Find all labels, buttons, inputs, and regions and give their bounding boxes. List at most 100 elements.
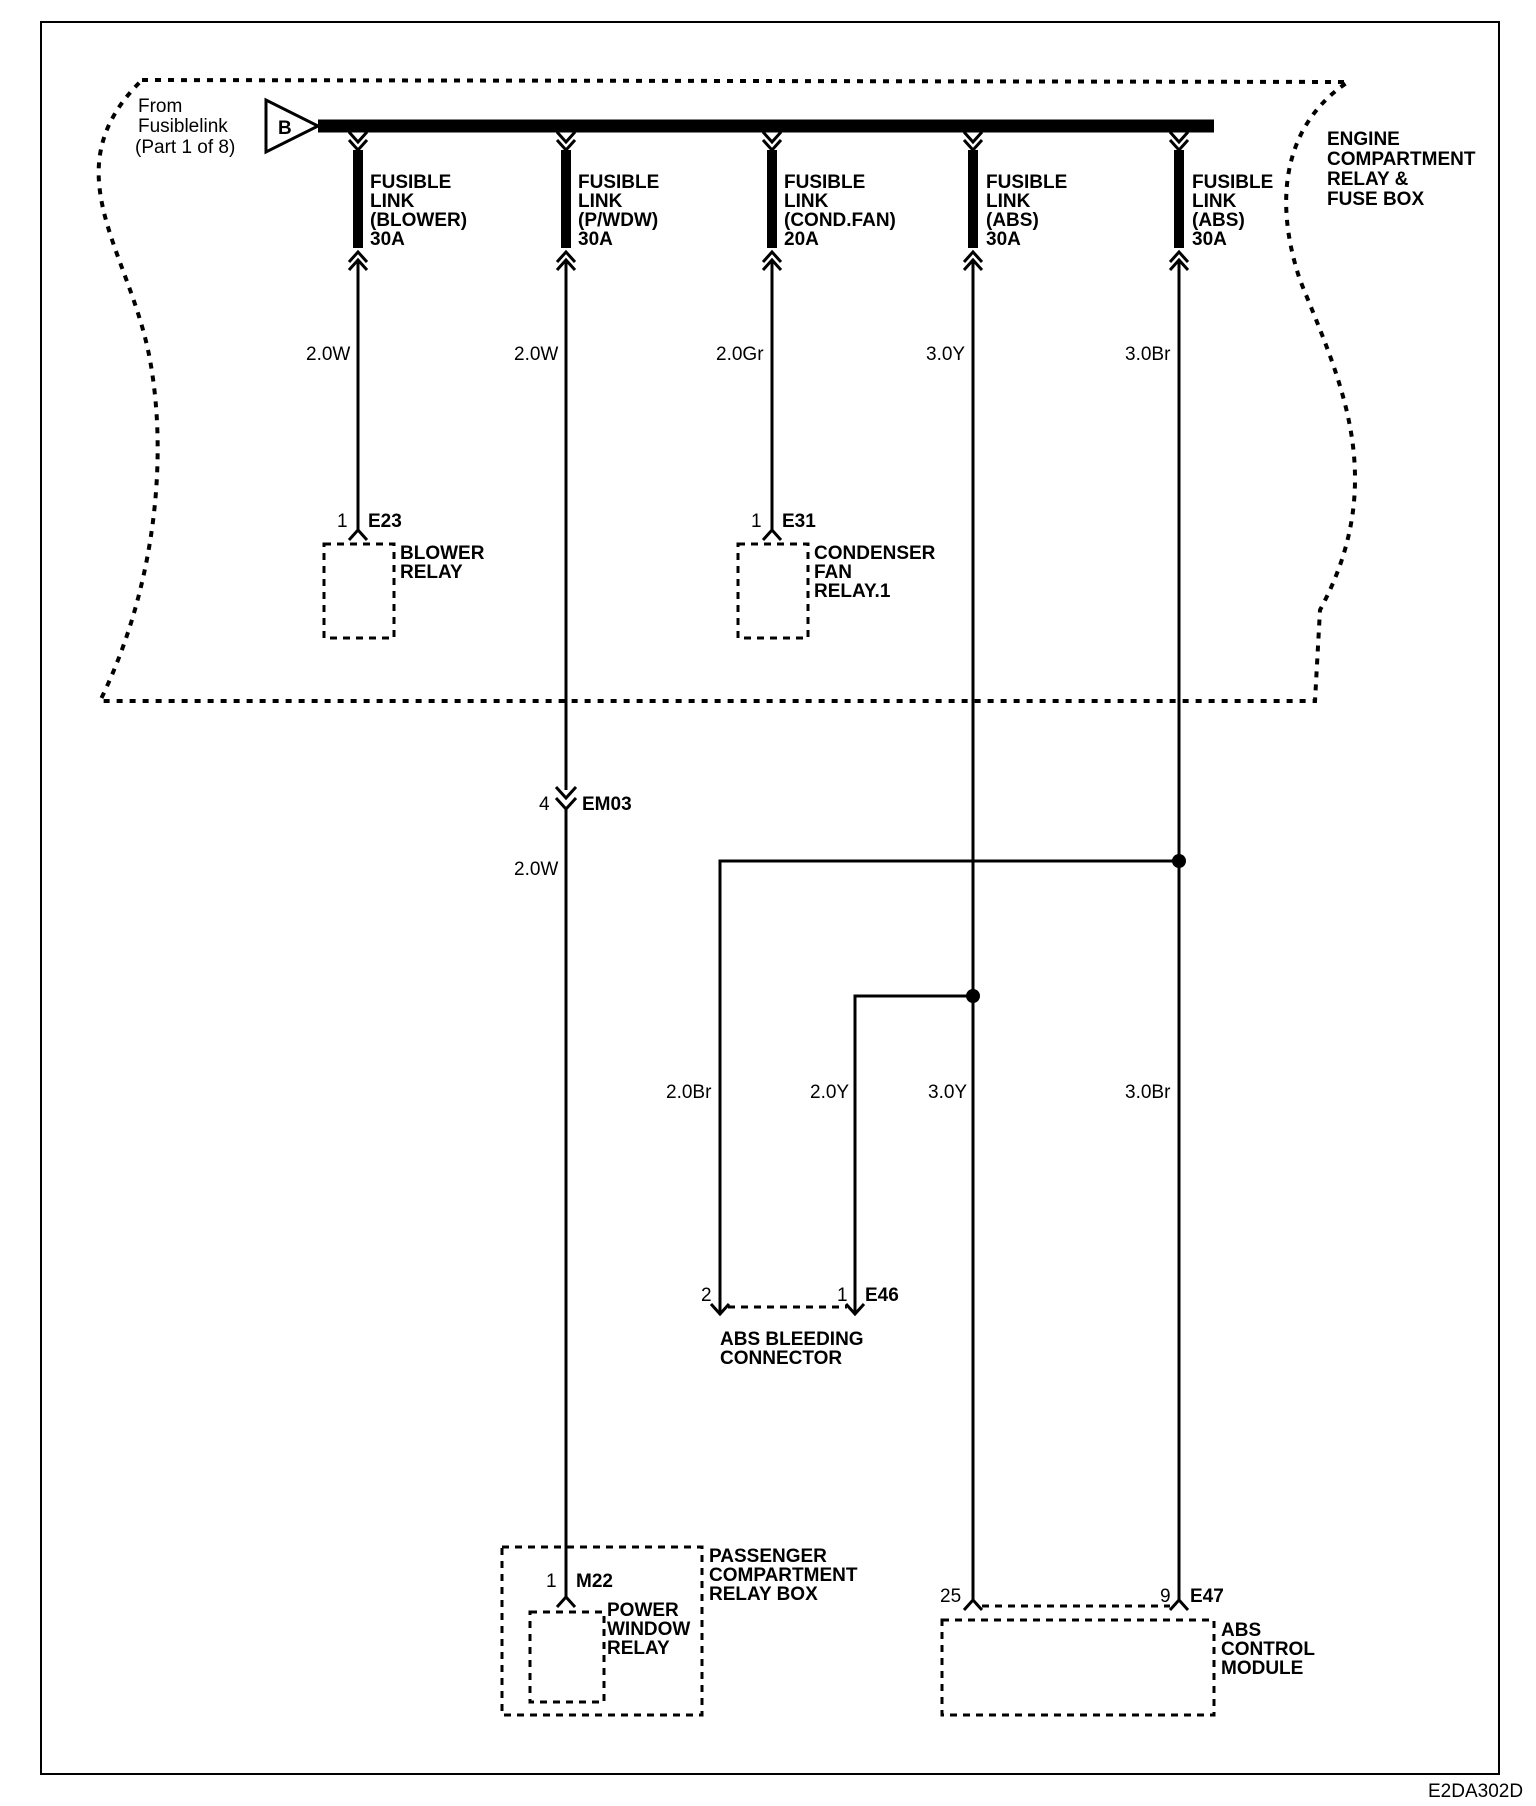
fuse-rating: 30A <box>578 229 613 250</box>
relay-box-outline <box>500 1545 704 1717</box>
condenser-fan-relay: 1 E31 CONDENSER FAN RELAY.1 <box>736 511 936 640</box>
connector-id: M22 <box>576 1571 613 1592</box>
chevron-up-icon <box>555 1594 577 1609</box>
fuse-label-line-2: LINK <box>784 191 829 212</box>
fuse-label-line-3: (ABS) <box>1192 210 1245 231</box>
chevron-down-icon <box>554 785 578 812</box>
passenger-compartment-relay-box: PASSENGER COMPARTMENT RELAY BOX 1 M22 PO… <box>500 1545 858 1717</box>
fuse-label-line-2: LINK <box>1192 191 1237 212</box>
wire-label: 3.0Y <box>928 1082 967 1103</box>
from-label-line-2: Fusiblelink <box>138 116 228 137</box>
wire-label: 3.0Y <box>926 344 965 365</box>
relay-label-line-2: RELAY <box>400 562 463 583</box>
fuse-rating: 30A <box>986 229 1021 250</box>
pin-number: 1 <box>337 511 348 532</box>
box-label-line-1: PASSENGER <box>709 1546 827 1567</box>
fuse-label-line-1: FUSIBLE <box>986 172 1067 193</box>
connector-id: E31 <box>782 511 816 532</box>
fusible-link-cond-fan: FUSIBLE LINK (COND.FAN) 20A 2.0Gr <box>716 130 896 530</box>
blower-relay: 1 E23 BLOWER RELAY <box>322 511 485 640</box>
fuse-label-line-3: (COND.FAN) <box>784 210 896 231</box>
chevron-up-icon <box>1168 1597 1190 1612</box>
chevron-up-icon <box>347 249 369 272</box>
connector-label-line-2: CONNECTOR <box>720 1348 842 1369</box>
abs-bleeding-branches: 2.0Br 2.0Y 3.0Y 3.0Br <box>666 854 1186 1312</box>
chevron-up-icon <box>347 527 369 542</box>
fuse-rating: 30A <box>370 229 405 250</box>
relay-box <box>736 542 810 640</box>
box-label-line-2: COMPARTMENT <box>709 1565 858 1586</box>
fuse-label-line-2: LINK <box>986 191 1031 212</box>
relay-label-line-2: FAN <box>814 562 852 583</box>
relay-label-line-3: RELAY <box>607 1638 670 1659</box>
connector-em03: 4 EM03 2.0W <box>514 785 632 1597</box>
connector-arrow-icon <box>264 97 322 155</box>
fuse-label-line-1: FUSIBLE <box>370 172 451 193</box>
pin-number: 1 <box>837 1285 848 1306</box>
from-label-line-3: (Part 1 of 8) <box>135 137 235 158</box>
relay-label-line-1: CONDENSER <box>814 543 936 564</box>
chevron-up-icon <box>1168 249 1190 272</box>
connector-id: E23 <box>368 511 402 532</box>
source-connector: From Fusiblelink (Part 1 of 8) B <box>135 96 322 158</box>
chevron-down-icon <box>555 130 577 153</box>
relay-label-line-3: RELAY.1 <box>814 581 891 602</box>
chevron-up-icon <box>761 527 783 542</box>
fuse-label-line-3: (BLOWER) <box>370 210 467 231</box>
region-label-line-1: ENGINE <box>1327 129 1400 150</box>
wire-label: 3.0Br <box>1125 344 1171 365</box>
br-branch-wire <box>718 859 1179 1312</box>
pin-number: 1 <box>546 1571 557 1592</box>
splice-dot <box>966 989 980 1003</box>
relay-label-line-2: WINDOW <box>607 1619 690 1640</box>
pin-number: 4 <box>539 794 550 815</box>
region-label-line-4: FUSE BOX <box>1327 189 1424 210</box>
y-branch-wire <box>853 994 973 1312</box>
relay-label-line-1: POWER <box>607 1600 679 1621</box>
chevron-down-icon <box>962 130 984 153</box>
diagram-code: E2DA302D <box>1428 1781 1523 1802</box>
module-label-line-2: CONTROL <box>1221 1639 1315 1660</box>
connector-label-line-1: ABS BLEEDING <box>720 1329 864 1350</box>
relay-label-line-1: BLOWER <box>400 543 485 564</box>
wire-label: 2.0W <box>514 859 558 880</box>
engine-compartment-boundary <box>96 77 1357 703</box>
fuse-label-line-1: FUSIBLE <box>784 172 865 193</box>
region-label-line-3: RELAY & <box>1327 169 1409 190</box>
power-window-relay-box <box>528 1610 606 1704</box>
chevron-up-icon <box>761 249 783 272</box>
fuse-rating: 30A <box>1192 229 1227 250</box>
fuse-rating: 20A <box>784 229 819 250</box>
relay-box <box>322 542 396 640</box>
pin-number: 1 <box>751 511 762 532</box>
abs-bleeding-connector: 2 1 E46 ABS BLEEDING CONNECTOR <box>701 1285 899 1369</box>
fuse-label-line-2: LINK <box>370 191 415 212</box>
fusible-link-pwdw: FUSIBLE LINK (P/WDW) 30A 2.0W <box>514 130 659 790</box>
chevron-down-icon <box>709 1302 731 1317</box>
module-box <box>940 1618 1216 1717</box>
wire-label: 2.0Y <box>810 1082 849 1103</box>
fuse-label-line-1: FUSIBLE <box>578 172 659 193</box>
fuse-label-line-3: (P/WDW) <box>578 210 658 231</box>
fusible-link-abs-2: FUSIBLE LINK (ABS) 30A 3.0Br <box>1125 130 1273 1600</box>
region-label-line-2: COMPARTMENT <box>1327 149 1476 170</box>
wire-label: 2.0Br <box>666 1082 712 1103</box>
wire-label: 3.0Br <box>1125 1082 1171 1103</box>
fuse-label-line-3: (ABS) <box>986 210 1039 231</box>
wire-label: 2.0W <box>514 344 558 365</box>
pin-number: 2 <box>701 1285 712 1306</box>
pin-number: 9 <box>1160 1586 1171 1607</box>
fusible-link-abs-1: FUSIBLE LINK (ABS) 30A 3.0Y <box>926 130 1067 1600</box>
chevron-up-icon <box>962 1597 984 1612</box>
connector-id: EM03 <box>582 794 632 815</box>
box-label-line-3: RELAY BOX <box>709 1584 818 1605</box>
splice-dot <box>1172 854 1186 868</box>
wire-label: 2.0Gr <box>716 344 764 365</box>
from-label-line-1: From <box>138 96 182 117</box>
module-label-line-1: ABS <box>1221 1620 1261 1641</box>
chevron-down-icon <box>844 1302 866 1317</box>
connector-id: E47 <box>1190 1586 1224 1607</box>
chevron-down-icon <box>347 130 369 153</box>
fuse-label-line-2: LINK <box>578 191 623 212</box>
